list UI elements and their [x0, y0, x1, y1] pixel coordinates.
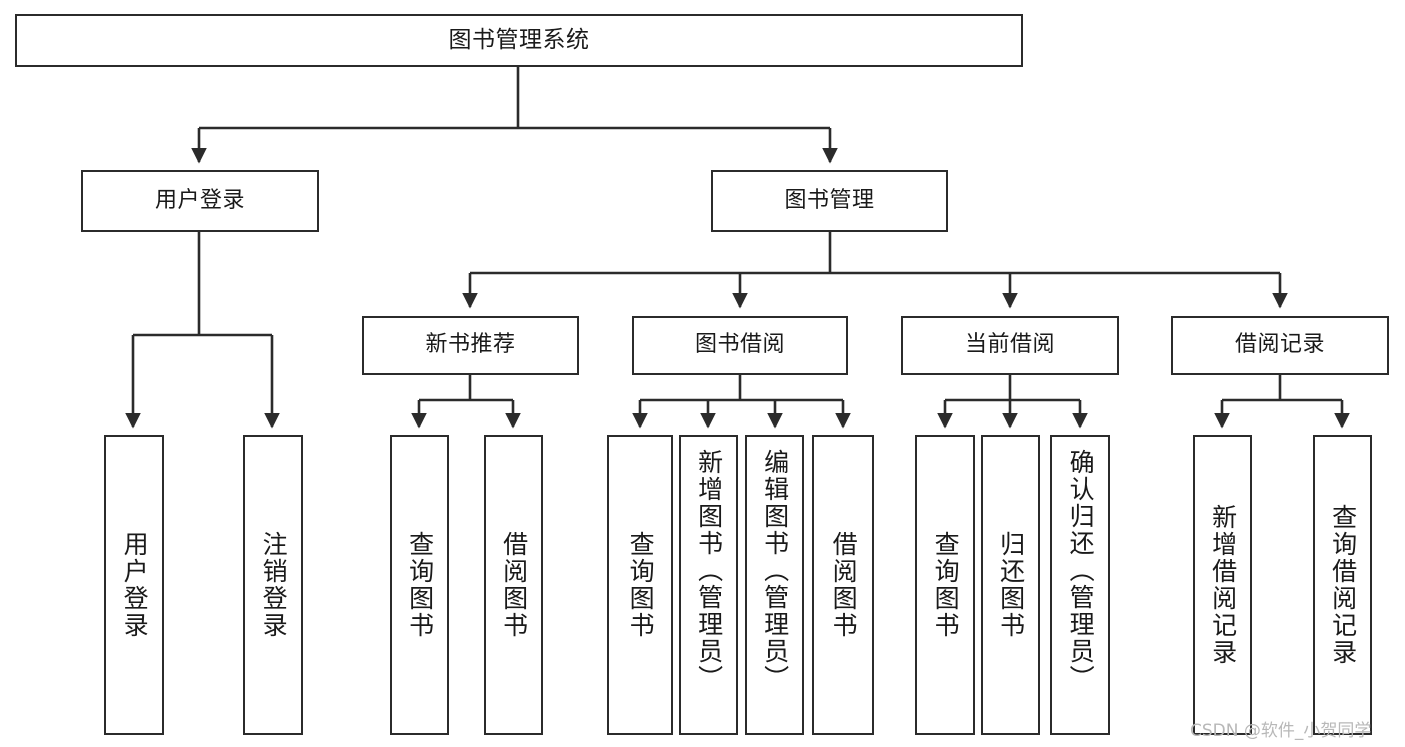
node-current-borrow[interactable]: 当前借阅: [901, 316, 1119, 375]
leaf-borrow-query-book[interactable]: 查询图书: [607, 435, 673, 735]
node-label: 新增图书（管理员）: [694, 449, 724, 692]
node-user-login[interactable]: 用户登录: [81, 170, 319, 232]
node-book-management[interactable]: 图书管理: [711, 170, 948, 232]
node-label: 用户登录: [120, 531, 150, 639]
node-label: 借阅记录: [1234, 332, 1325, 358]
leaf-current-query-book[interactable]: 查询图书: [915, 435, 975, 735]
node-label: 查询图书: [931, 531, 961, 639]
node-label: 借阅图书: [829, 531, 859, 639]
node-label: 注销登录: [259, 531, 289, 639]
node-label: 用户登录: [154, 187, 245, 213]
node-new-book-recommend[interactable]: 新书推荐: [362, 316, 579, 375]
node-root-system[interactable]: 图书管理系统: [15, 14, 1023, 67]
node-label: 借阅图书: [499, 531, 529, 639]
leaf-borrow-edit-book-admin[interactable]: 编辑图书（管理员）: [745, 435, 804, 735]
leaf-user-login-login[interactable]: 用户登录: [104, 435, 164, 735]
leaf-recommend-query-book[interactable]: 查询图书: [390, 435, 449, 735]
leaf-borrow-borrow-book[interactable]: 借阅图书: [812, 435, 874, 735]
node-label: 查询借阅记录: [1328, 504, 1358, 666]
node-label: 当前借阅: [964, 332, 1055, 358]
node-label: 新书推荐: [425, 332, 516, 358]
leaf-user-login-logout[interactable]: 注销登录: [243, 435, 303, 735]
node-book-borrow[interactable]: 图书借阅: [632, 316, 848, 375]
node-label: 查询图书: [405, 531, 435, 639]
leaf-current-confirm-return-admin[interactable]: 确认归还（管理员）: [1050, 435, 1110, 735]
leaf-record-query-record[interactable]: 查询借阅记录: [1313, 435, 1372, 735]
node-label: 新增借阅记录: [1208, 504, 1238, 666]
node-label: 图书借阅: [694, 332, 785, 358]
node-label: 确认归还（管理员）: [1066, 449, 1096, 692]
watermark-text: CSDN @软件_小贺同学: [1190, 721, 1372, 741]
leaf-recommend-borrow-book[interactable]: 借阅图书: [484, 435, 543, 735]
node-label: 图书管理: [784, 187, 875, 213]
node-label: 编辑图书（管理员）: [760, 449, 790, 692]
node-label: 查询图书: [626, 531, 656, 639]
leaf-borrow-add-book-admin[interactable]: 新增图书（管理员）: [679, 435, 738, 735]
node-label: 归还图书: [996, 531, 1026, 639]
node-label: 图书管理系统: [448, 26, 590, 53]
node-borrow-record[interactable]: 借阅记录: [1171, 316, 1389, 375]
leaf-record-add-record[interactable]: 新增借阅记录: [1193, 435, 1252, 735]
leaf-current-return-book[interactable]: 归还图书: [981, 435, 1040, 735]
